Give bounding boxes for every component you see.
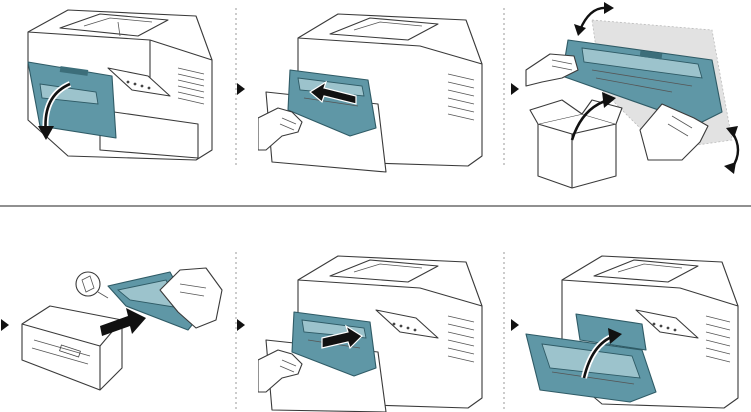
step-remove-toner — [258, 0, 498, 175]
step-divider — [230, 252, 242, 412]
step-arrow-icon — [236, 82, 246, 96]
hands-shake-toner-icon — [525, 2, 740, 189]
step-arrow-icon — [510, 82, 520, 96]
step-divider — [498, 252, 510, 412]
step-divider — [230, 8, 242, 168]
step-arrow-icon — [510, 318, 520, 332]
toner-cap-removal-icon — [21, 267, 223, 391]
printer-close-cover-icon — [525, 255, 739, 409]
step-close-front-cover — [522, 240, 751, 412]
hand-insert-toner-icon — [258, 255, 483, 412]
hand-pull-toner-icon — [258, 13, 483, 173]
step-arrow-icon — [0, 318, 10, 332]
step-remove-protective-cover — [10, 250, 232, 410]
step-arrow-icon — [236, 318, 246, 332]
printer-open-cover-icon — [27, 9, 213, 161]
step-open-front-cover — [0, 0, 230, 175]
step-divider — [498, 8, 510, 168]
step-insert-toner — [258, 240, 498, 412]
row-separator — [0, 205, 751, 207]
step-shake-new-toner — [522, 0, 751, 190]
